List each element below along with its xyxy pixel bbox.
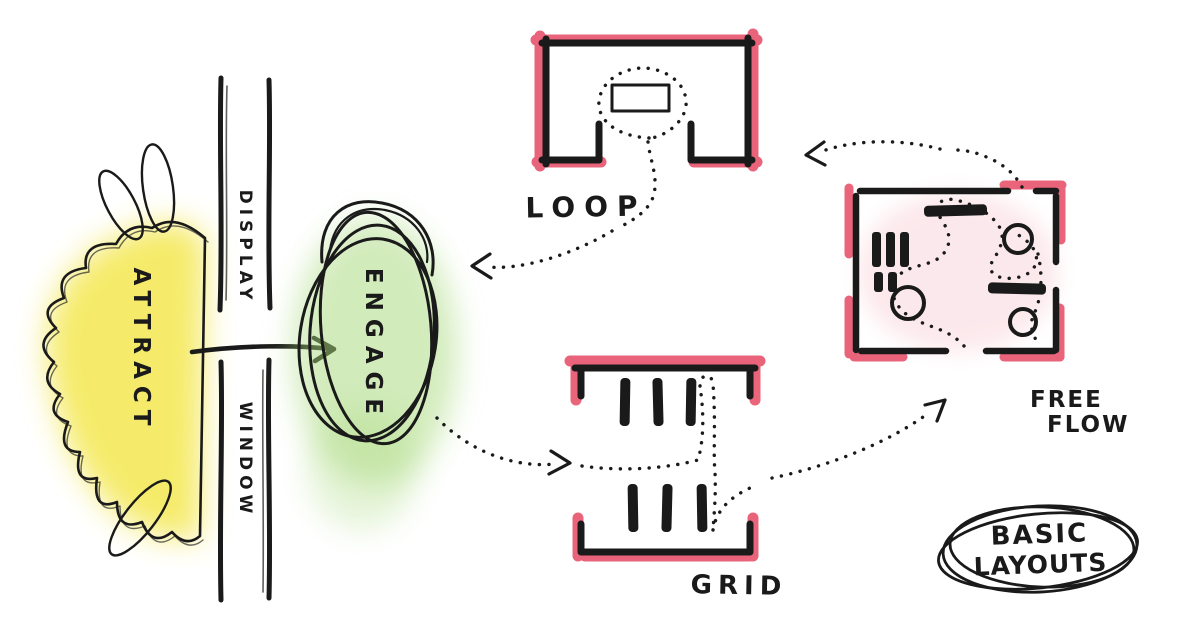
freeflow-walls	[852, 187, 1060, 355]
dotted-path	[486, 229, 614, 270]
grid-layout-label: GRID	[690, 570, 788, 602]
attract-burst-drawing	[42, 143, 209, 557]
fixture-round-table	[890, 285, 926, 321]
badge-scribble-oval	[937, 504, 1139, 594]
fixture-rack	[886, 232, 895, 267]
fixture-round-table	[1008, 307, 1038, 337]
display-label: DISPLAY	[235, 189, 255, 305]
freeflow-fixtures	[872, 204, 1047, 337]
engage-loop	[318, 210, 434, 446]
engage-loop	[297, 237, 439, 439]
engage-scribble-drawing	[293, 200, 457, 530]
freeflow-dotted-path	[890, 197, 1039, 348]
loop-to-engage-arrow	[470, 229, 614, 280]
dotted-path	[770, 410, 932, 480]
wall-line	[265, 357, 273, 601]
grid-dotted-path	[698, 374, 717, 532]
wall-line	[217, 75, 224, 313]
attract-petal-top-right	[140, 143, 176, 233]
fixture-rack	[874, 272, 883, 292]
fixture-round-table	[1002, 223, 1034, 255]
engage-loop-top	[320, 200, 435, 277]
fixture-rack	[872, 232, 881, 267]
loop-dotted-tail	[616, 140, 657, 230]
loop-room-drawing	[530, 28, 763, 230]
freeflow-label-line1: FREE	[1030, 387, 1103, 413]
window-display-walls	[217, 75, 273, 603]
grid-dotted-path	[711, 486, 752, 532]
loop-layout-label: LOOP	[525, 189, 647, 225]
attract-petal-bottom	[108, 479, 172, 557]
freeflow-label-line2: FLOW	[1047, 411, 1130, 438]
dotted-path	[435, 416, 556, 467]
grid-room-drawing	[564, 355, 766, 562]
window-label: WINDOW	[235, 401, 255, 519]
engage-loop	[308, 223, 436, 443]
wall-line	[266, 77, 273, 311]
basic-layouts-badge: BASIC LAYOUTS	[972, 518, 1108, 582]
engage-label: ENGAGE	[360, 267, 386, 423]
fixture-rack	[900, 232, 909, 267]
freeflow-pink-highlight	[844, 180, 1067, 362]
attract-glow	[43, 221, 206, 542]
attract-label: ATTRACT	[128, 267, 154, 433]
dotted-path	[818, 140, 942, 154]
wall-line	[217, 359, 225, 603]
engage-glow-lower	[307, 406, 417, 530]
wall-line-echo	[261, 369, 265, 593]
attract-blob	[42, 220, 207, 543]
fixture-bar	[987, 282, 1047, 295]
loop-center-counter	[610, 83, 671, 113]
grid-room-walls	[571, 364, 759, 556]
arrow-head	[923, 398, 947, 423]
arrow-head	[804, 140, 827, 167]
engage-to-grid-arrow	[435, 416, 572, 476]
freeflow-layout-label: FREE FLOW	[1030, 388, 1129, 438]
grid-shelves	[619, 377, 708, 533]
freeflow-to-loop-arrow	[804, 140, 942, 167]
grid-dotted-path	[580, 384, 705, 471]
freeflow-room-drawing	[844, 148, 1067, 362]
loop-room-walls	[538, 34, 756, 168]
arrow-head	[547, 449, 572, 476]
fixture-bar	[923, 204, 988, 217]
badge-line2: LAYOUTS	[973, 547, 1108, 582]
fixture-rack	[888, 272, 897, 292]
engage-loop-top	[328, 207, 429, 264]
attract-petal-top-left	[98, 169, 144, 241]
loop-room-pink-highlight	[530, 28, 763, 172]
grid-to-freeflow-arrow	[770, 398, 947, 480]
arrow-head	[470, 252, 493, 280]
attract-blob-echo	[45, 225, 209, 546]
wall-line-echo	[225, 85, 228, 301]
